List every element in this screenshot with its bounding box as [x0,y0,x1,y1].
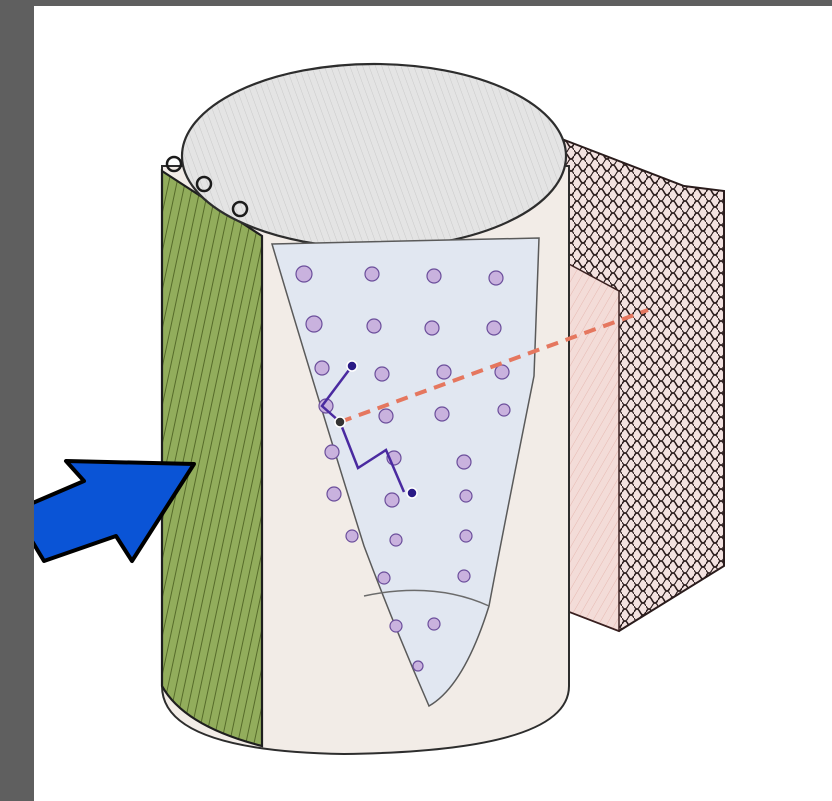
illustration-svg [34,6,832,801]
knit-block [554,136,724,631]
drawing-canvas [34,6,832,801]
